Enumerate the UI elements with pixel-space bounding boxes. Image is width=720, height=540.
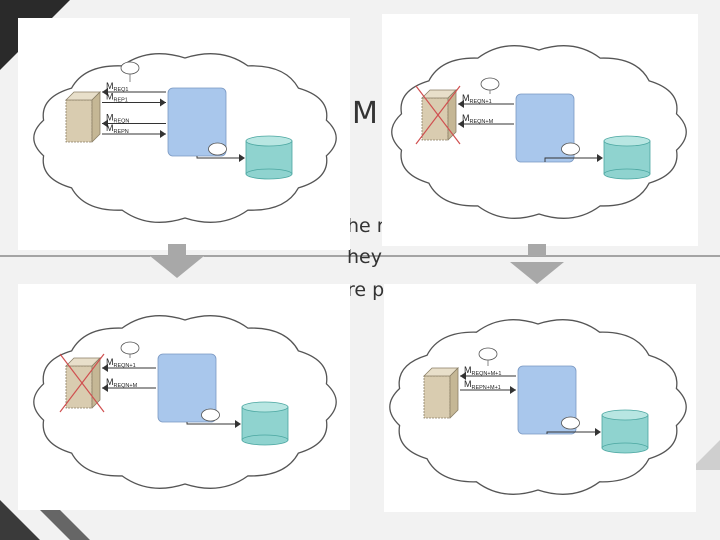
server-side (91, 91, 101, 143)
server-icon (423, 367, 459, 419)
failure-x-icon (415, 85, 461, 145)
message-main: M (106, 123, 114, 133)
server-side (449, 367, 459, 419)
arrowhead-right-icon (235, 420, 241, 428)
slide-body-line-3: re p (347, 279, 385, 301)
arrowhead-left-icon (102, 119, 108, 128)
arrowhead-left-icon (102, 364, 108, 372)
failure-x-stroke (59, 353, 105, 413)
arrowhead-left-icon (102, 384, 108, 392)
message-subscript: REQN+1 (470, 99, 492, 105)
message-subscript: REQN+1 (114, 363, 136, 369)
step-bubble-a (120, 61, 140, 75)
message-subscript: REPN+M+1 (472, 385, 501, 391)
database-top (603, 135, 651, 147)
step-bubble-b (201, 408, 220, 422)
arrowhead-left-icon (102, 88, 108, 96)
slide-title-fragment: M (352, 96, 378, 131)
arrowhead-right-icon (160, 98, 166, 107)
slide-body-line-1: he r (347, 215, 385, 237)
server-icon (65, 91, 101, 143)
server-front (423, 375, 451, 419)
message-main: M (462, 93, 470, 103)
arrowhead-left-icon (460, 372, 466, 380)
arrowhead-left-icon (458, 100, 464, 108)
database-body (603, 140, 651, 175)
database-body (241, 406, 289, 441)
message-main: M (106, 81, 114, 91)
database-bottom (603, 168, 651, 180)
server-icon (421, 89, 457, 141)
database-top (601, 409, 649, 421)
message-subscript: REPN (114, 129, 129, 135)
failure-x-stroke (415, 85, 461, 145)
message-main: M (106, 357, 114, 367)
message-main: M (464, 365, 472, 375)
step-bubble-b (561, 416, 580, 430)
agent-to-db-line (196, 156, 244, 159)
message-main: M (464, 379, 472, 389)
message-subscript: REQ1 (114, 87, 129, 93)
log-database-icon (601, 409, 649, 454)
log-database-icon (245, 135, 293, 180)
database-top (241, 401, 289, 413)
message-main: M (106, 377, 114, 387)
agent-to-db-line (186, 422, 240, 425)
server-side (447, 89, 457, 141)
message-subscript: REQN (114, 119, 130, 125)
step-bubble-b (208, 142, 227, 156)
step-bubble-a (480, 77, 500, 91)
database-bottom (601, 442, 649, 454)
step-bubble-a (120, 341, 140, 355)
database-bottom (245, 168, 293, 180)
arrowhead-left-icon (458, 120, 464, 128)
arrowhead-right-icon (597, 154, 603, 162)
step-bubble-a (478, 347, 498, 361)
message-main: M (106, 113, 114, 123)
message-main: M (106, 92, 114, 102)
message-label: MREQ1 (106, 81, 128, 93)
message-subscript: REQN+M (470, 119, 494, 125)
server-front (65, 99, 93, 143)
message-subscript: REP1 (114, 98, 128, 104)
corner-decoration-bottom (0, 500, 40, 540)
arrowhead-right-icon (595, 428, 601, 436)
log-database-icon (603, 135, 651, 180)
database-bottom (241, 434, 289, 446)
message-label: MREQN (106, 113, 129, 125)
message-subscript: REQN+M (114, 383, 138, 389)
failure-x-icon (59, 353, 105, 413)
message-label: MREQN+M+1 (464, 365, 501, 377)
database-top (245, 135, 293, 147)
slide-body-line-2: hey (347, 246, 382, 268)
message-main: M (462, 113, 470, 123)
message-label: MREQN+1 (106, 357, 136, 369)
arrowhead-right-icon (510, 386, 516, 394)
message-label: MREPN+M+1 (464, 379, 501, 391)
log-database-icon (241, 401, 289, 446)
corner-decoration-right (690, 440, 720, 470)
message-label: MREQN+M (462, 113, 494, 125)
message-label: MREQN+1 (462, 93, 492, 105)
agent-to-db-line (544, 157, 602, 162)
message-label: MREQN+M (106, 377, 138, 389)
arrowhead-right-icon (239, 154, 245, 162)
server-side (91, 357, 101, 409)
database-body (601, 414, 649, 449)
step-bubble-b (561, 142, 580, 156)
message-label: MREP1 (106, 92, 128, 104)
agent-to-db-line (546, 431, 600, 434)
arrowhead-right-icon (160, 130, 166, 138)
message-label: MREPN (106, 123, 129, 135)
message-subscript: REQN+M+1 (472, 371, 502, 377)
